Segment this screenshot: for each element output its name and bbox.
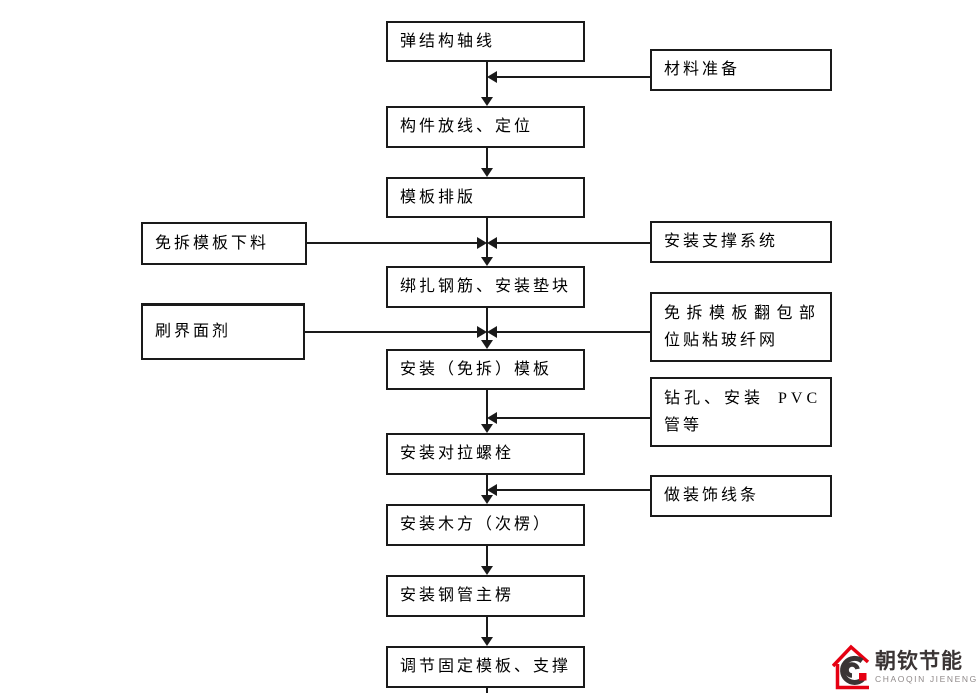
arrowhead-down-icon [481, 424, 493, 433]
arrowhead-down-icon [481, 168, 493, 177]
right-input-3-line1: 免拆模板翻包部 [664, 305, 822, 322]
right-input-1-material-prep: 材料准备 [650, 49, 832, 91]
arrowhead-down-icon [481, 340, 493, 349]
logo-company-subtitle: CHAOQIN JIENENG [875, 673, 978, 684]
left-input-1-formwork-cutting: 免拆模板下料 [141, 222, 307, 265]
right-input-3-line2: 位贴粘玻纤网 [664, 332, 779, 349]
arrowhead-left-icon [487, 237, 497, 249]
connector-line [486, 390, 488, 425]
connector-line [486, 546, 488, 567]
main-step-3-panel-layout: 模板排版 [386, 177, 585, 218]
right-input-5-decorative-lines: 做装饰线条 [650, 475, 832, 517]
connector-line [486, 617, 488, 638]
right-input-3-fiberglass-mesh: 免拆模板翻包部 位贴粘玻纤网 [650, 292, 832, 362]
arrowhead-down-icon [481, 495, 493, 504]
connector-line [497, 76, 650, 78]
right-input-2-support-system: 安装支撑系统 [650, 221, 832, 263]
connector-line [497, 331, 650, 333]
arrowhead-down-icon [481, 637, 493, 646]
main-step-8-steel-pipe-walers: 安装钢管主楞 [386, 575, 585, 617]
main-step-7-timber-joists: 安装木方（次楞） [386, 504, 585, 546]
connector-line [305, 331, 477, 333]
arrowhead-down-icon [481, 257, 493, 266]
connector-line [307, 242, 477, 244]
arrowhead-left-icon [487, 326, 497, 338]
main-step-2-setout-position: 构件放线、定位 [386, 106, 585, 148]
connector-line [486, 148, 488, 169]
connector-line [497, 489, 650, 491]
main-step-9-adjust-fix-supports: 调节固定模板、支撑 [386, 646, 585, 688]
connector-line [486, 688, 488, 693]
logo-house-icon [832, 644, 870, 690]
arrowhead-right-icon [477, 237, 487, 249]
arrowhead-left-icon [487, 71, 497, 83]
right-input-4-line1: 钻孔、安装 PVC [664, 390, 822, 407]
main-step-5-install-formwork: 安装（免拆）模板 [386, 349, 585, 390]
main-step-4-rebar-spacers: 绑扎钢筋、安装垫块 [386, 266, 585, 308]
connector-line [486, 308, 488, 341]
right-input-4-drill-pvc-pipes: 钻孔、安装 PVC 管等 [650, 377, 832, 447]
arrowhead-left-icon [487, 412, 497, 424]
right-input-4-line2: 管等 [664, 417, 703, 434]
connector-line [497, 242, 650, 244]
arrowhead-left-icon [487, 484, 497, 496]
main-step-1-snap-axis-lines: 弹结构轴线 [386, 21, 585, 62]
arrowhead-right-icon [477, 326, 487, 338]
logo-text: 朝钦节能 CHAOQIN JIENENG [875, 649, 978, 684]
company-logo: 朝钦节能 CHAOQIN JIENENG [832, 643, 978, 691]
connector-line [497, 417, 650, 419]
arrowhead-down-icon [481, 97, 493, 106]
arrowhead-down-icon [481, 566, 493, 575]
left-input-2-bonding-agent: 刷界面剂 [141, 303, 305, 360]
logo-company-name: 朝钦节能 [875, 649, 963, 673]
main-step-6-tie-bolts: 安装对拉螺栓 [386, 433, 585, 475]
